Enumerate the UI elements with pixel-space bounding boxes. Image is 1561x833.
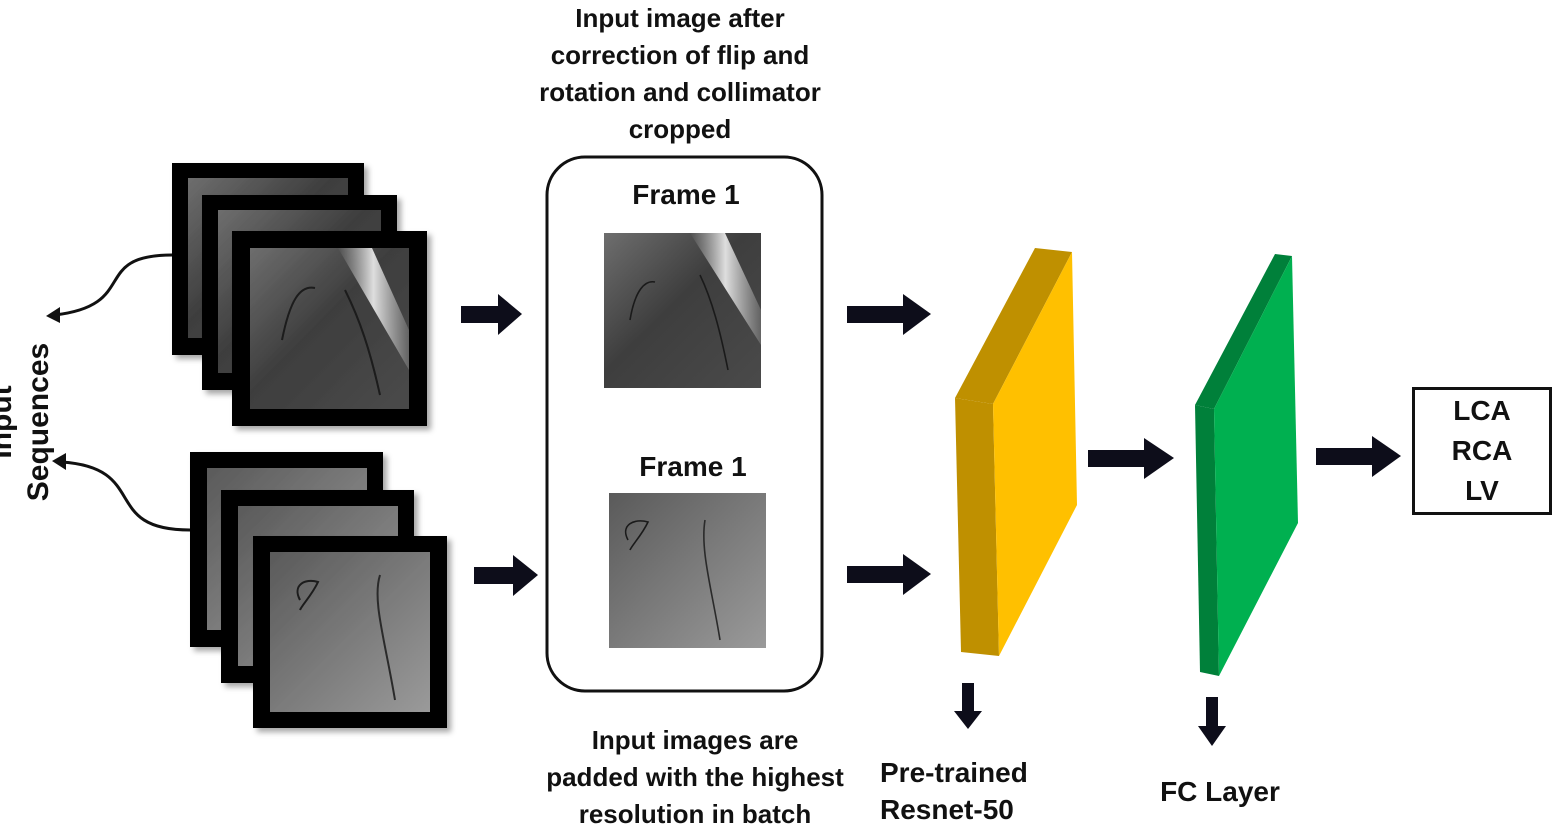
resnet-label: Pre-trained Resnet-50 [880, 754, 1090, 828]
processed-frame-bottom [609, 493, 766, 648]
processed-frame-top [604, 233, 761, 388]
curved-arrow-top-head [46, 307, 60, 323]
fc-block [1195, 254, 1298, 676]
curved-arrow-top [54, 253, 173, 317]
curved-arrow-bottom [61, 460, 191, 532]
input-sequence-stack-bottom [190, 452, 447, 728]
fc-block-left [1195, 405, 1219, 676]
bottom-caption: Input images are padded with the highest… [515, 722, 875, 833]
caption-line: correction of flip and [550, 40, 810, 70]
caption-line: rotation and collimator [539, 77, 821, 107]
input-sequences-label: Input Sequences [0, 342, 55, 502]
frame-card [253, 536, 447, 728]
arrow-fc-to-output [1316, 436, 1401, 477]
arrow-down-resnet [954, 683, 982, 729]
resnet-label-line: Resnet-50 [880, 794, 1014, 825]
fc-block-front [1214, 256, 1298, 676]
frame-label-top: Frame 1 [632, 179, 740, 210]
arrow-input-to-frames-top [461, 294, 522, 335]
curved-arrow-bottom-head [52, 453, 66, 470]
arrow-frames-to-resnet-top [847, 294, 931, 335]
resnet-label-line: Pre-trained [880, 757, 1028, 788]
fc-layer-label: FC Layer [1160, 776, 1280, 807]
caption-line: resolution in batch [578, 799, 812, 829]
output-class: LCA [1453, 395, 1511, 426]
output-classes-box: LCA RCA LV [1412, 387, 1552, 515]
input-sequence-stack-top [172, 163, 427, 426]
output-class: LV [1465, 475, 1499, 506]
frame-label-bottom: Frame 1 [639, 451, 747, 482]
output-class: RCA [1451, 435, 1513, 466]
resnet-block-side [955, 248, 1072, 404]
resnet-block-left [955, 398, 999, 656]
resnet-block-front [993, 252, 1077, 656]
caption-line: padded with the highest [546, 762, 844, 792]
caption-line: Input image after [575, 3, 785, 33]
frame-card [232, 231, 427, 426]
fc-block-side [1195, 254, 1292, 409]
arrow-input-to-frames-bottom [474, 555, 538, 596]
arrow-frames-to-resnet-bottom [847, 554, 931, 595]
caption-line: Input images are [591, 725, 799, 755]
arrow-down-fc [1198, 697, 1226, 746]
top-caption: Input image after correction of flip and… [500, 0, 860, 148]
caption-line: cropped [628, 114, 732, 144]
arrow-resnet-to-fc [1088, 438, 1174, 479]
resnet-block [955, 248, 1077, 656]
